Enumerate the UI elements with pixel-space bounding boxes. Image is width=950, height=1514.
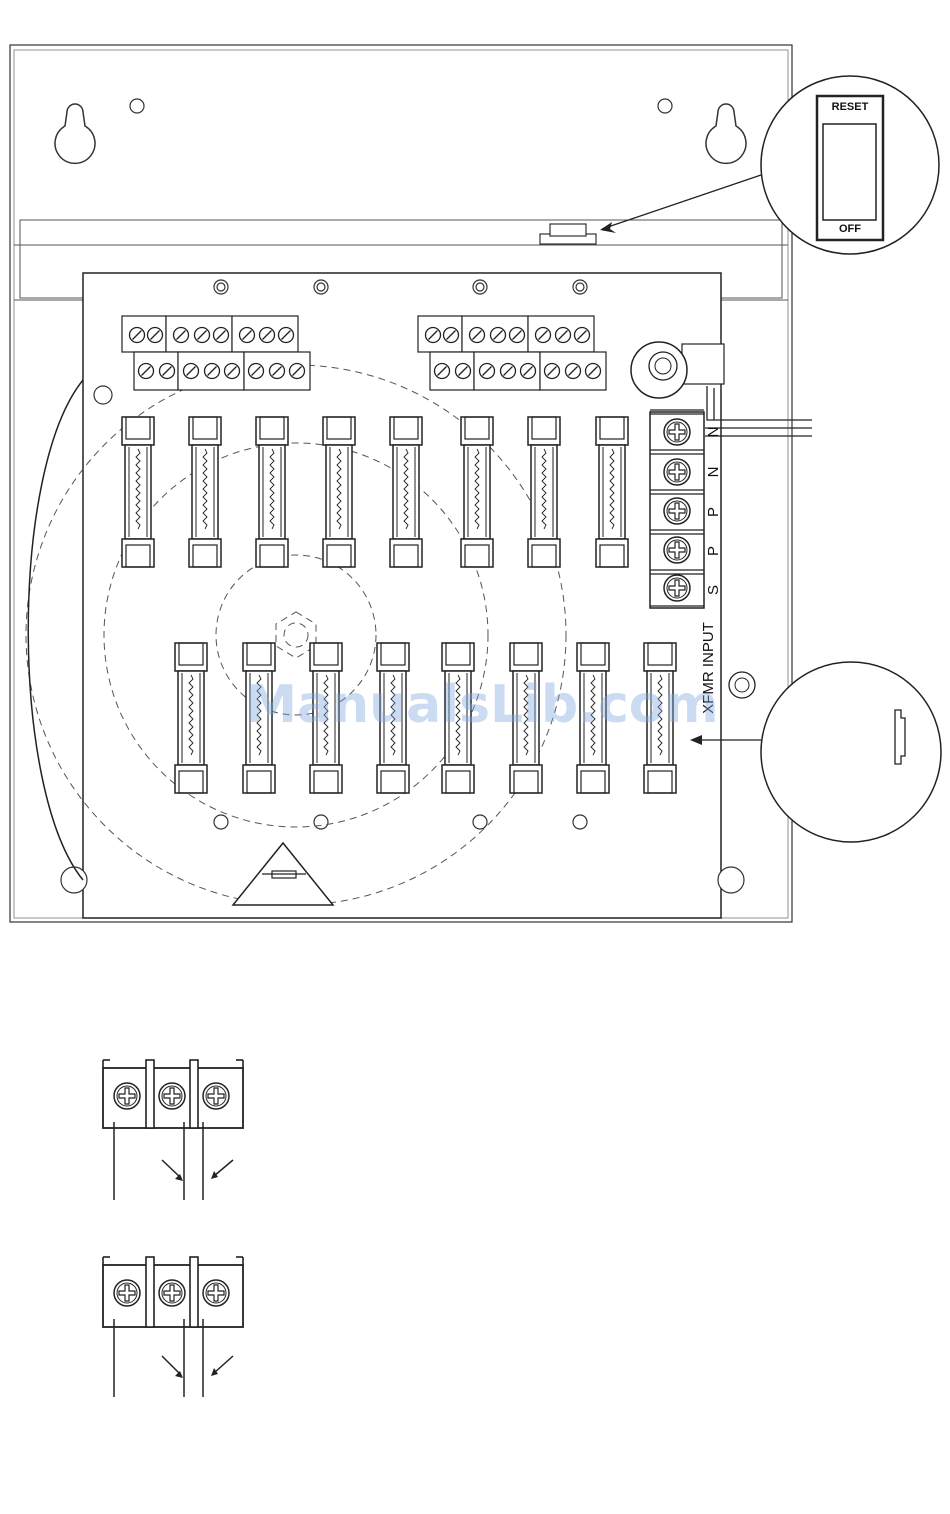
screw-terminal-icon [159, 1280, 185, 1306]
fuse-icon [189, 417, 221, 567]
input-terminal-block [650, 410, 704, 608]
fuse-icon [256, 417, 288, 567]
screw-terminal-icon [664, 575, 690, 601]
screw-terminal-icon [664, 537, 690, 563]
wiring-detail-2 [103, 1257, 243, 1397]
terminal-label: N [705, 467, 722, 478]
fuse-icon [528, 417, 560, 567]
screw-terminal-icon [159, 1083, 185, 1109]
fuse-icon [323, 417, 355, 567]
mount-hole [658, 99, 672, 113]
watermark: ManualsLib.com [245, 675, 718, 735]
screw-terminal-icon [114, 1280, 140, 1306]
side-nut [729, 672, 755, 698]
terminal-label: P [705, 507, 722, 517]
mount-hole [130, 99, 144, 113]
output-terminal-strip-left [122, 316, 310, 390]
screw-terminal-icon [664, 498, 690, 524]
terminal-label: P [705, 546, 722, 556]
fuse-icon [175, 643, 207, 793]
terminal-label: S [705, 585, 722, 595]
switch-reset-label: RESET [832, 101, 869, 113]
fuse-icon [461, 417, 493, 567]
screw-terminal-icon [114, 1083, 140, 1109]
screw-terminal-icon [203, 1280, 229, 1306]
screw-terminal-icon [664, 419, 690, 445]
wiring-detail-1 [103, 1060, 243, 1200]
switch-off-label: OFF [839, 223, 861, 235]
fuse-icon [596, 417, 628, 567]
fuse-icon [122, 417, 154, 567]
screw-terminal-icon [664, 459, 690, 485]
output-terminal-strip-right [418, 316, 606, 390]
fuse-icon [390, 417, 422, 567]
screw-terminal-icon [203, 1083, 229, 1109]
terminal-label: N [705, 427, 722, 438]
